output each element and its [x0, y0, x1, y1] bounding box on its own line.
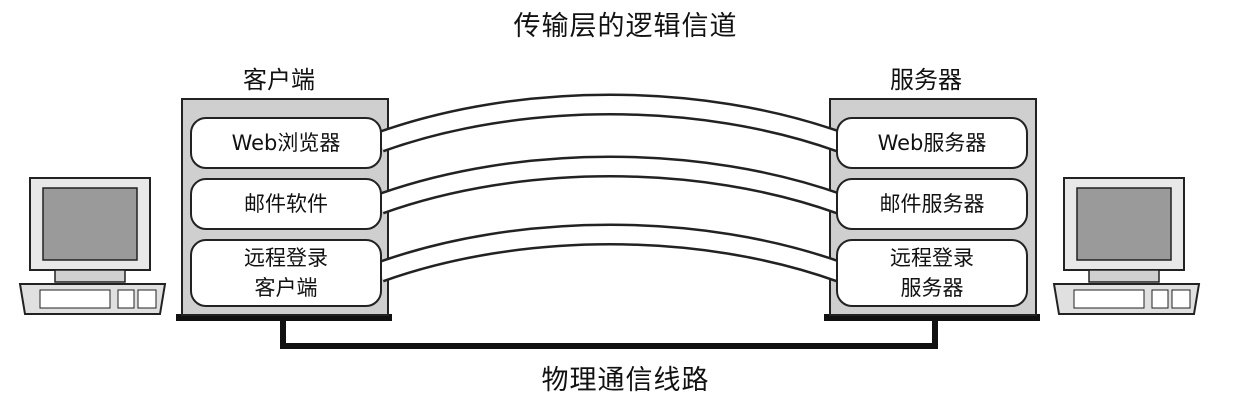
client-label: 客户端	[243, 66, 315, 94]
server-app-remote-login: 远程登录 服务器	[836, 239, 1028, 307]
server-app-mail: 邮件服务器	[836, 178, 1028, 230]
diagram-title: 传输层的逻辑信道	[513, 11, 738, 42]
client-app-web-browser: Web浏览器	[190, 117, 382, 169]
server-app-web: Web服务器	[836, 117, 1028, 169]
physical-link-label: 物理通信线路	[541, 365, 710, 396]
server-computer-icon	[1052, 177, 1201, 315]
channel-mail	[376, 155, 844, 215]
server-label: 服务器	[890, 66, 962, 94]
channel-remote-login	[376, 223, 844, 283]
client-computer-icon	[18, 177, 167, 315]
client-app-remote-login: 远程登录 客户端	[190, 239, 382, 307]
client-app-mail: 邮件软件	[190, 178, 382, 230]
physical-link-line	[280, 318, 938, 349]
channel-web	[376, 93, 844, 153]
